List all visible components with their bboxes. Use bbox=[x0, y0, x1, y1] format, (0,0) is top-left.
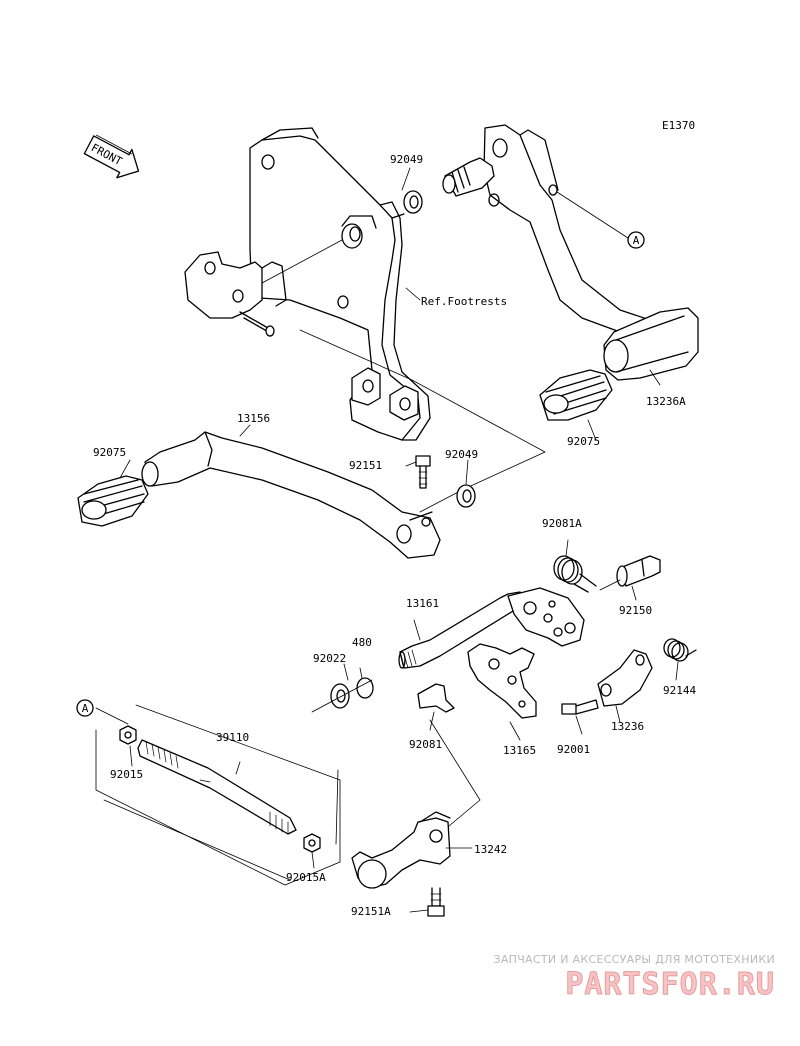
plate-13165 bbox=[467, 643, 537, 741]
label-92015: 92015 bbox=[110, 768, 143, 781]
spring-92144 bbox=[663, 638, 697, 681]
label-92049-lower: 92049 bbox=[445, 448, 478, 461]
front-direction-arrow: FRONT bbox=[83, 134, 140, 179]
label-92151: 92151 bbox=[349, 459, 382, 472]
callout-a-upper: A bbox=[627, 231, 645, 249]
label-92022: 92022 bbox=[313, 652, 346, 665]
brake-pedal-rubber bbox=[539, 369, 613, 421]
label-92001: 92001 bbox=[557, 743, 590, 756]
shift-pedal-rubber bbox=[77, 475, 149, 527]
callout-a-upper-letter: A bbox=[633, 234, 640, 247]
label-13161: 13161 bbox=[406, 597, 439, 610]
watermark-tagline: ЗАПЧАСТИ И АКСЕССУАРЫ ДЛЯ МОТОТЕХНИКИ bbox=[493, 953, 775, 966]
label-13242: 13242 bbox=[474, 843, 507, 856]
bolt-92151 bbox=[415, 455, 431, 489]
label-92150: 92150 bbox=[619, 604, 652, 617]
tie-rod-39110 bbox=[137, 739, 297, 835]
label-ref-footrests: Ref.Footrests bbox=[421, 295, 507, 308]
diagram-code: E1370 bbox=[662, 119, 695, 132]
part-number-labels: 92049 Ref.Footrests 13236A 92075 13156 9… bbox=[93, 153, 696, 918]
partsfor-watermark: ЗАПЧАСТИ И АКСЕССУАРЫ ДЛЯ МОТОТЕХНИКИ PA… bbox=[493, 953, 775, 1003]
callout-a-lower-letter: A bbox=[82, 702, 89, 715]
circlip-480 bbox=[356, 667, 374, 699]
label-92015a: 92015A bbox=[286, 871, 326, 884]
label-480: 480 bbox=[352, 636, 372, 649]
label-92075-upper: 92075 bbox=[567, 435, 600, 448]
label-13165: 13165 bbox=[503, 744, 536, 757]
label-39110: 39110 bbox=[216, 731, 249, 744]
label-92075-lower: 92075 bbox=[93, 446, 126, 459]
gear-shift-shaft-13161 bbox=[398, 587, 585, 669]
spring-92081a bbox=[553, 539, 597, 593]
label-13236a: 13236A bbox=[646, 395, 686, 408]
washer-92049-lower bbox=[456, 484, 476, 508]
callout-a-lower: A bbox=[76, 699, 94, 717]
label-92144: 92144 bbox=[663, 684, 696, 697]
label-13236: 13236 bbox=[611, 720, 644, 733]
lever-13242 bbox=[351, 811, 473, 889]
label-92081a: 92081A bbox=[542, 517, 582, 530]
nut-92015a bbox=[303, 833, 321, 869]
label-92081: 92081 bbox=[409, 738, 442, 751]
shift-pedal-13156 bbox=[141, 431, 441, 559]
bolt-92151a bbox=[409, 887, 445, 917]
bolt-92001 bbox=[561, 699, 599, 735]
nut-92015 bbox=[119, 725, 137, 767]
label-13156: 13156 bbox=[237, 412, 270, 425]
footrest-bracket-plate bbox=[184, 127, 431, 441]
lever-13236 bbox=[597, 649, 653, 723]
watermark-logo: PARTSFOR.RU bbox=[565, 967, 775, 1002]
label-92049-upper: 92049 bbox=[390, 153, 423, 166]
brake-pedal-assembly bbox=[442, 124, 699, 421]
label-92151a: 92151A bbox=[351, 905, 391, 918]
spring-92081 bbox=[417, 683, 455, 731]
washer-92049-upper bbox=[403, 190, 423, 214]
washer-92022 bbox=[330, 663, 350, 709]
pin-92150 bbox=[599, 555, 661, 601]
